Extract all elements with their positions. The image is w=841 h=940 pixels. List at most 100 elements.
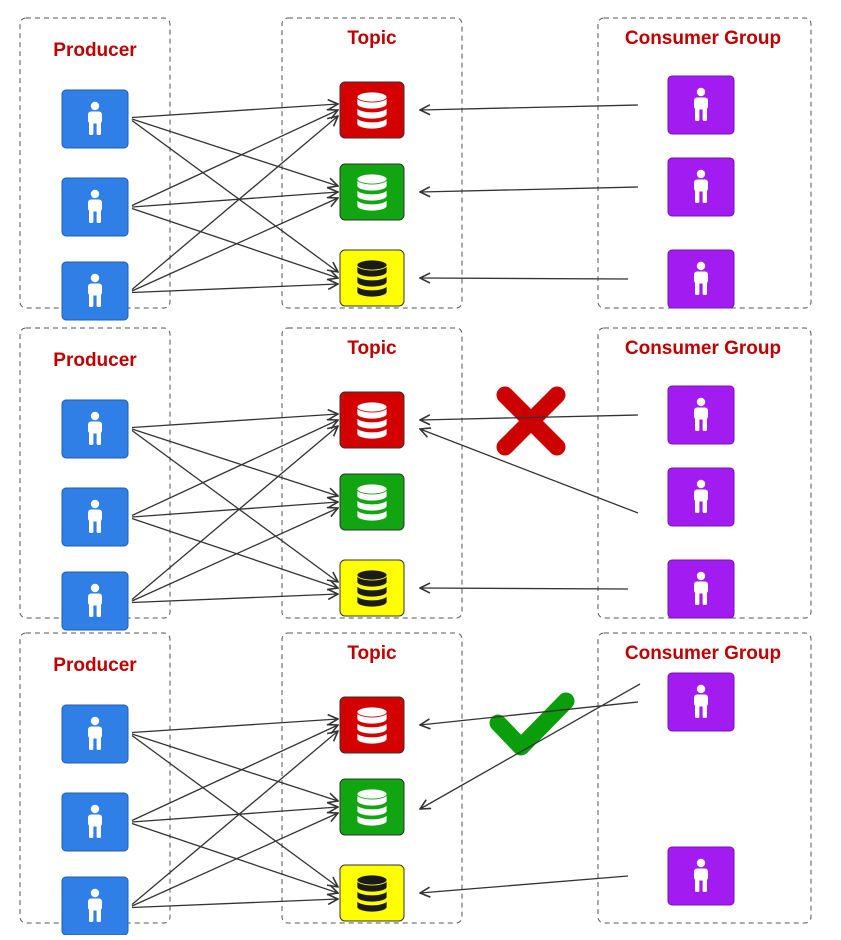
producer-node — [61, 571, 129, 631]
person-head — [696, 261, 706, 271]
partition-box — [339, 249, 405, 307]
partition-node — [339, 249, 405, 307]
consumer-to-partition-arrow — [420, 683, 641, 809]
consumer-node — [667, 385, 735, 445]
partition-box — [339, 163, 405, 221]
person-leg-left — [89, 604, 94, 617]
person-torso — [694, 489, 708, 502]
person-leg-right — [96, 825, 101, 838]
person-leg-right — [702, 108, 707, 121]
producer-to-partition-arrow — [131, 731, 338, 905]
database-disk — [356, 416, 388, 430]
person-head — [90, 583, 100, 593]
check-stroke — [489, 692, 575, 756]
consumer-to-partition-arrow — [420, 875, 629, 893]
topic-label: Topic — [347, 643, 397, 664]
person-head — [696, 87, 706, 97]
database-icon — [356, 483, 388, 522]
producer-node — [61, 177, 129, 237]
topic-panel — [281, 17, 463, 309]
producer-node — [61, 261, 129, 321]
partition-node — [339, 778, 405, 836]
person-leg-right — [96, 294, 101, 307]
person-torso — [694, 694, 708, 707]
producer-node — [61, 704, 129, 764]
database-disk — [356, 803, 388, 817]
consumer-node — [667, 467, 735, 527]
cross-icon — [496, 386, 566, 456]
person-leg-right — [702, 879, 707, 892]
person-torso — [88, 509, 102, 522]
database-icon — [356, 706, 388, 745]
person-head — [90, 273, 100, 283]
person-icon — [88, 888, 102, 922]
person-leg-left — [89, 432, 94, 445]
person-torso — [694, 179, 708, 192]
person-leg-left — [89, 210, 94, 223]
producer-label: Producer — [53, 655, 137, 676]
person-torso — [88, 111, 102, 124]
consumer-node — [667, 249, 735, 309]
producer-panel — [19, 17, 171, 309]
producer-to-partition-arrow — [131, 414, 338, 429]
person-icon — [88, 273, 102, 307]
database-disk — [356, 899, 388, 913]
producer-to-partition-arrow — [131, 822, 338, 894]
producer-node — [61, 399, 129, 459]
producer-to-partition-arrow — [131, 420, 338, 517]
producer-to-partition-arrow — [131, 813, 338, 907]
person-leg-left — [89, 122, 94, 135]
person-icon — [694, 571, 708, 605]
person-icon — [694, 684, 708, 718]
partition-node — [339, 864, 405, 922]
person-leg-right — [702, 282, 707, 295]
person-leg-left — [695, 108, 700, 121]
partition-box — [339, 81, 405, 139]
person-leg-left — [89, 520, 94, 533]
producer-node — [61, 89, 129, 149]
database-top — [356, 91, 388, 103]
person-leg-right — [702, 500, 707, 513]
producer-to-partition-arrow — [131, 429, 338, 583]
person-icon — [694, 261, 708, 295]
consumer-node — [667, 559, 735, 619]
person-leg-right — [96, 210, 101, 223]
database-icon — [356, 401, 388, 440]
consumer-node — [667, 846, 735, 906]
producer-to-partition-arrow — [131, 733, 338, 801]
database-disk — [356, 498, 388, 512]
producer-node — [61, 792, 129, 852]
person-head — [90, 716, 100, 726]
person-leg-right — [702, 705, 707, 718]
partition-node — [339, 81, 405, 139]
person-torso — [88, 199, 102, 212]
producer-to-partition-arrow — [131, 118, 338, 186]
consumer-to-partition-arrow — [420, 701, 639, 725]
partition-node — [339, 163, 405, 221]
person-leg-left — [695, 282, 700, 295]
consumer-to-partition-arrow — [420, 187, 639, 192]
partition-box — [339, 696, 405, 754]
database-disk — [356, 284, 388, 298]
database-disk — [356, 813, 388, 827]
producer-to-partition-arrow — [131, 807, 338, 823]
person-leg-left — [89, 294, 94, 307]
person-leg-left — [695, 705, 700, 718]
partition-node — [339, 391, 405, 449]
person-head — [90, 411, 100, 421]
person-leg-left — [89, 825, 94, 838]
partition-node — [339, 473, 405, 531]
database-disk — [356, 274, 388, 288]
topic-label: Topic — [347, 338, 397, 359]
person-head — [90, 888, 100, 898]
person-head — [696, 684, 706, 694]
person-icon — [88, 499, 102, 533]
database-icon — [356, 874, 388, 913]
person-torso — [694, 407, 708, 420]
person-head — [696, 397, 706, 407]
producer-to-partition-arrow — [131, 734, 338, 888]
consumer-node — [667, 157, 735, 217]
producer-to-partition-arrow — [131, 284, 338, 294]
